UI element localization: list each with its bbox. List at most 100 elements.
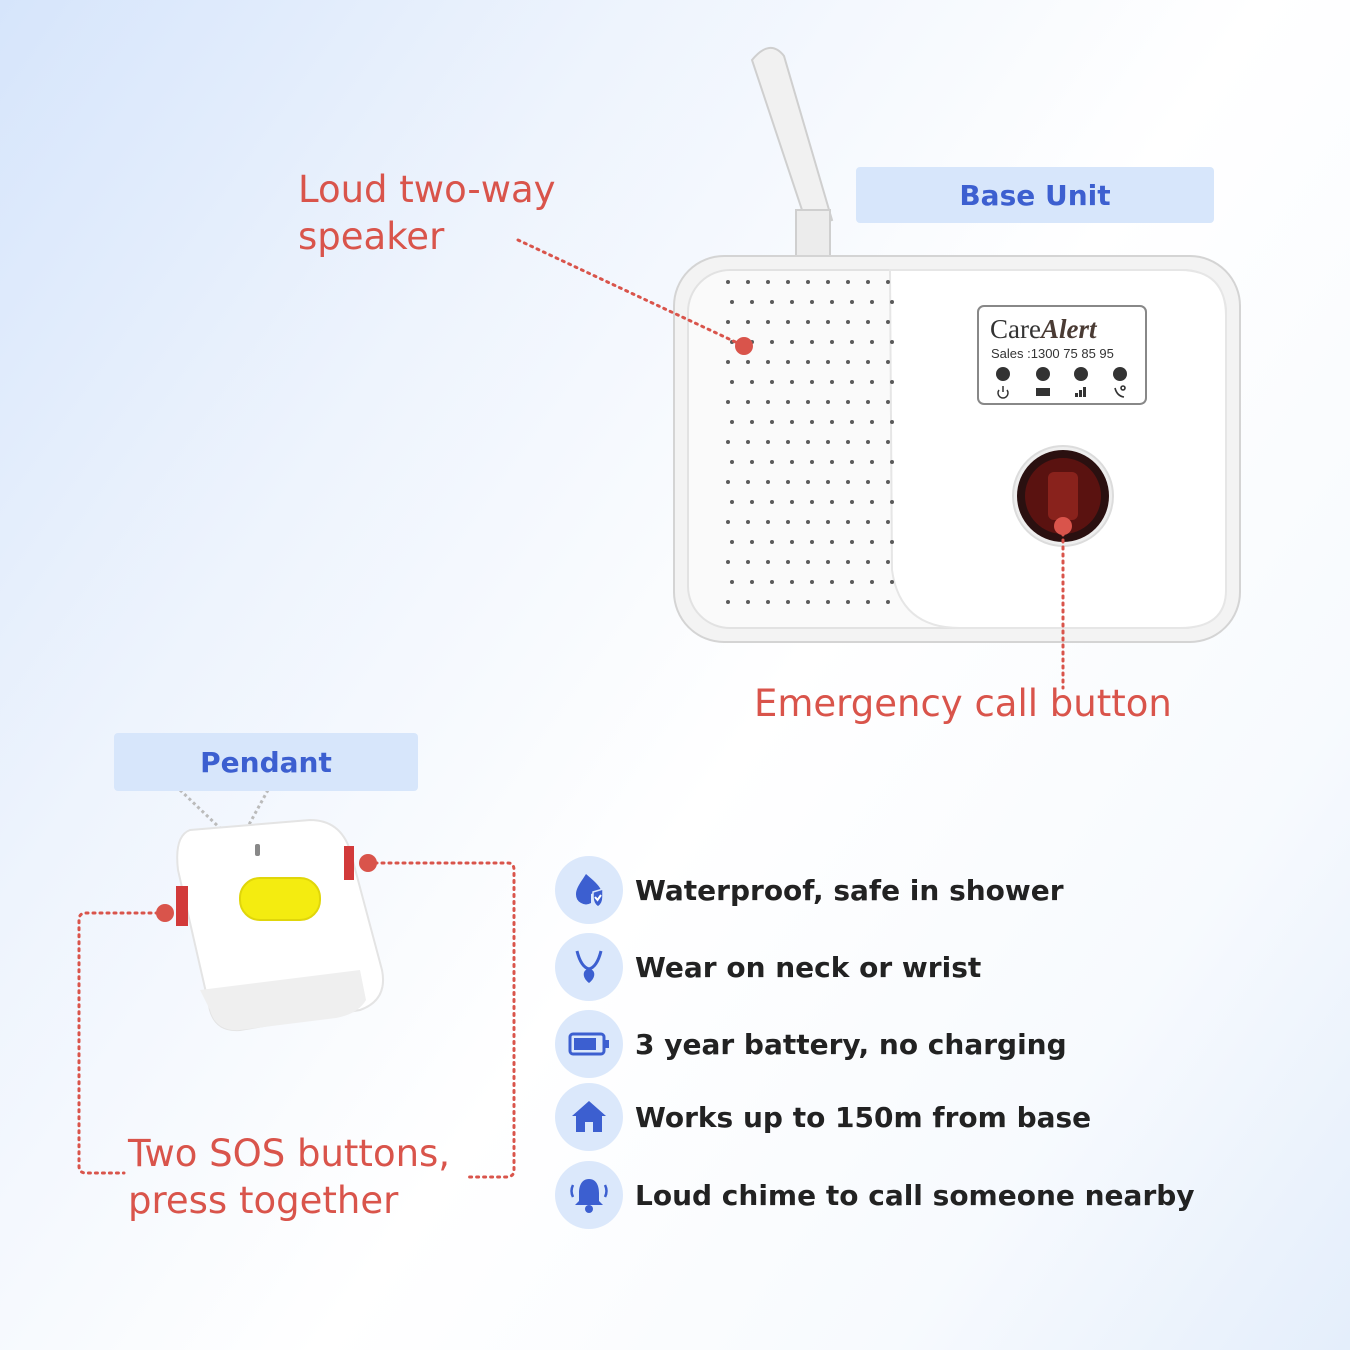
- grille-hole: [826, 600, 830, 604]
- grille-hole: [806, 480, 810, 484]
- grille-hole: [866, 520, 870, 524]
- grille-hole: [766, 400, 770, 404]
- grille-hole: [746, 280, 750, 284]
- grille-hole: [870, 420, 874, 424]
- sos-right-callout-dot: [359, 854, 377, 872]
- speaker-callout-dot: [735, 337, 753, 355]
- feature-label: Waterproof, safe in shower: [635, 873, 1064, 907]
- grille-hole: [746, 440, 750, 444]
- grille-hole: [730, 300, 734, 304]
- grille-hole: [850, 340, 854, 344]
- grille-hole: [850, 540, 854, 544]
- grille-hole: [850, 420, 854, 424]
- grille-hole: [830, 580, 834, 584]
- feature-item-neck-wrist: Wear on neck or wrist: [555, 932, 981, 1002]
- feature-item-chime: Loud chime to call someone nearby: [555, 1160, 1195, 1230]
- grille-hole: [746, 600, 750, 604]
- emergency-call-button: [1012, 445, 1114, 547]
- base-unit-tag: Base Unit: [856, 167, 1214, 223]
- grille-hole: [846, 520, 850, 524]
- grille-hole: [846, 320, 850, 324]
- grille-hole: [890, 460, 894, 464]
- pendant-illustration: [176, 790, 384, 1032]
- grille-hole: [866, 560, 870, 564]
- grille-hole: [750, 540, 754, 544]
- grille-hole: [770, 460, 774, 464]
- grille-hole: [866, 400, 870, 404]
- grille-hole: [810, 340, 814, 344]
- feature-item-range: Works up to 150m from base: [555, 1082, 1091, 1152]
- grille-hole: [786, 280, 790, 284]
- grille-hole: [786, 600, 790, 604]
- grille-hole: [890, 540, 894, 544]
- grille-hole: [826, 320, 830, 324]
- grille-hole: [726, 400, 730, 404]
- grille-hole: [766, 520, 770, 524]
- grille-hole: [846, 280, 850, 284]
- grille-hole: [790, 540, 794, 544]
- grille-hole: [730, 580, 734, 584]
- grille-hole: [750, 580, 754, 584]
- brand-care: Care: [990, 314, 1041, 344]
- speaker-grille: [726, 280, 894, 604]
- grille-hole: [850, 300, 854, 304]
- grille-hole: [826, 520, 830, 524]
- feature-label: Wear on neck or wrist: [635, 950, 982, 984]
- grille-hole: [790, 300, 794, 304]
- grille-hole: [730, 420, 734, 424]
- grille-hole: [726, 280, 730, 284]
- grille-hole: [870, 540, 874, 544]
- grille-hole: [726, 480, 730, 484]
- grille-hole: [726, 320, 730, 324]
- grille-hole: [766, 560, 770, 564]
- grille-hole: [746, 520, 750, 524]
- grille-hole: [870, 580, 874, 584]
- grille-hole: [830, 300, 834, 304]
- grille-hole: [806, 600, 810, 604]
- speaker-callout: Loud two-way speaker: [298, 166, 556, 260]
- grille-hole: [890, 380, 894, 384]
- svg-text:CareAlert: CareAlert: [990, 314, 1098, 344]
- feature-item-waterproof: Waterproof, safe in shower: [555, 855, 1064, 925]
- sos-callout-line2: press together: [128, 1179, 399, 1222]
- grille-hole: [746, 320, 750, 324]
- grille-hole: [766, 440, 770, 444]
- grille-hole: [830, 380, 834, 384]
- grille-hole: [866, 360, 870, 364]
- feature-item-battery: 3 year battery, no charging: [555, 1009, 1067, 1079]
- grille-hole: [830, 500, 834, 504]
- grille-hole: [750, 380, 754, 384]
- grille-hole: [826, 560, 830, 564]
- grille-hole: [766, 360, 770, 364]
- feature-label: Loud chime to call someone nearby: [635, 1178, 1195, 1212]
- grille-hole: [886, 600, 890, 604]
- grille-hole: [790, 380, 794, 384]
- grille-hole: [806, 560, 810, 564]
- grille-hole: [846, 440, 850, 444]
- grille-hole: [810, 300, 814, 304]
- grille-hole: [846, 600, 850, 604]
- feature-label: 3 year battery, no charging: [635, 1027, 1067, 1061]
- battery-icon: [1036, 388, 1050, 396]
- feature-label: Works up to 150m from base: [635, 1100, 1092, 1134]
- grille-hole: [866, 480, 870, 484]
- pendant-yellow-button: [239, 877, 321, 921]
- grille-hole: [866, 280, 870, 284]
- grille-hole: [726, 560, 730, 564]
- grille-hole: [746, 400, 750, 404]
- pendant-chain: [178, 790, 270, 832]
- grille-hole: [826, 480, 830, 484]
- grille-hole: [806, 400, 810, 404]
- grille-hole: [786, 440, 790, 444]
- grille-hole: [830, 420, 834, 424]
- grille-hole: [830, 540, 834, 544]
- grille-hole: [730, 540, 734, 544]
- grille-hole: [786, 360, 790, 364]
- grille-hole: [886, 280, 890, 284]
- grille-hole: [790, 500, 794, 504]
- emergency-callout-dot: [1054, 517, 1072, 535]
- grille-hole: [750, 500, 754, 504]
- grille-hole: [826, 280, 830, 284]
- grille-hole: [870, 300, 874, 304]
- emergency-callout: Emergency call button: [754, 682, 1172, 725]
